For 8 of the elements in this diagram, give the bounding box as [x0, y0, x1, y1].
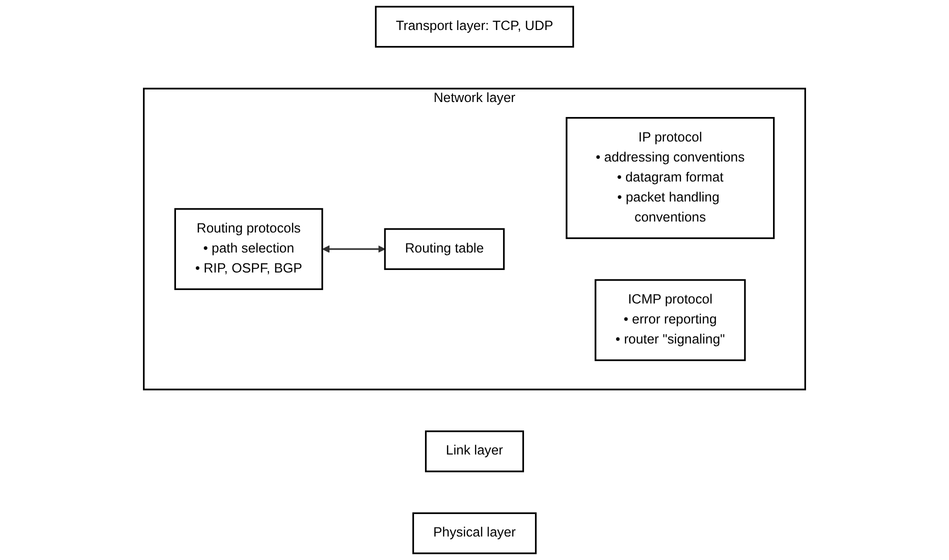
node-box: Routing protocols • path selection • RIP, OSPF, BGP	[174, 208, 324, 290]
node-box: IP protocol • addressing conventions • datagram format • packet handling conventions	[566, 117, 775, 240]
node-box: ICMP protocol • error reporting • router "signaling"	[594, 279, 746, 362]
node-box: Physical layer	[412, 512, 537, 554]
node-box: Transport layer: TCP, UDP	[374, 6, 574, 48]
node-box: Routing table	[384, 228, 505, 270]
arrow	[322, 245, 386, 253]
node-box: Link layer	[424, 430, 524, 472]
